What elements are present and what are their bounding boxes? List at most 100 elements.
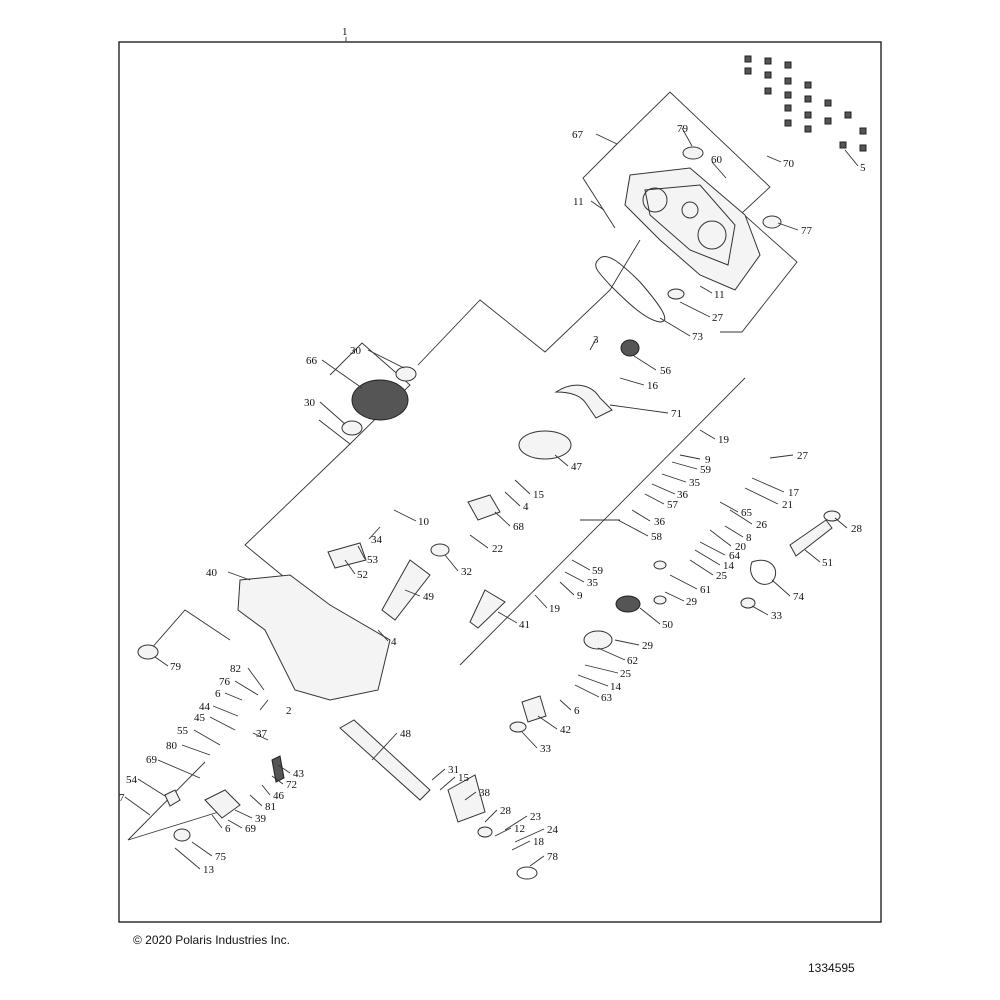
- callout-5: 5: [860, 162, 866, 174]
- callout-21: 21: [782, 499, 793, 511]
- callout-35-top: 35: [689, 477, 701, 489]
- callout-28-right: 28: [851, 523, 863, 535]
- callout-68: 68: [513, 521, 525, 533]
- gear-47: [518, 430, 572, 460]
- seal-33-right: [740, 597, 756, 609]
- callout-14-lower: 14: [610, 681, 622, 693]
- callout-13: 13: [203, 864, 215, 876]
- callout-59-mid: 59: [592, 565, 604, 577]
- callout-24: 24: [547, 824, 559, 836]
- callout-49: 49: [423, 591, 435, 603]
- callout-29-lower: 29: [642, 640, 654, 652]
- seal-77: [762, 215, 782, 229]
- callout-25-lower: 25: [620, 668, 632, 680]
- callout-9-top: 9: [705, 454, 711, 466]
- callout-36-mid: 36: [654, 516, 666, 528]
- gear-75: [173, 828, 191, 842]
- callout-71: 71: [671, 408, 682, 420]
- callout-leaders: [124, 127, 859, 870]
- callout-8: 8: [746, 532, 752, 544]
- lower-left-bracket: [127, 761, 226, 841]
- callout-65: 65: [741, 507, 753, 519]
- output-shaft-48: [339, 719, 431, 801]
- shaft-51: [789, 519, 833, 557]
- callout-57: 57: [667, 499, 679, 511]
- ring-78: [516, 866, 538, 880]
- callout-4-upper: 4: [523, 501, 529, 513]
- callout-7: 7: [119, 792, 125, 804]
- callout-75: 75: [215, 851, 227, 863]
- callout-41: 41: [519, 619, 530, 631]
- cover-group-bracket-left: [582, 143, 618, 229]
- callout-54: 54: [126, 774, 138, 786]
- callout-69-lower: 69: [245, 823, 257, 835]
- seal-79-top: [682, 146, 704, 160]
- main-gear-case-40: [237, 574, 391, 701]
- callout-50: 50: [662, 619, 674, 631]
- callout-12: 12: [514, 823, 525, 835]
- callout-6-lower: 6: [225, 823, 231, 835]
- gear-62: [583, 630, 613, 650]
- callout-36-top: 36: [677, 489, 689, 501]
- callout-38: 38: [479, 787, 491, 799]
- actuator-39: [204, 789, 241, 819]
- callout-16: 16: [647, 380, 659, 392]
- callout-27-right: 27: [797, 450, 809, 462]
- callout-19-mid: 19: [549, 603, 561, 615]
- shift-fork-71: [554, 384, 613, 419]
- callout-25-upper: 25: [716, 570, 728, 582]
- callout-2: 2: [286, 705, 292, 717]
- clip-54: [164, 789, 181, 807]
- callout-45: 45: [194, 712, 206, 724]
- callout-33-mid: 33: [540, 743, 552, 755]
- callout-26: 26: [756, 519, 768, 531]
- callout-79-lower: 79: [170, 661, 182, 673]
- seal-33-mid: [509, 721, 527, 733]
- callout-72: 72: [286, 779, 297, 791]
- callout-14-upper: 14: [723, 560, 735, 572]
- callout-30-upper: 30: [350, 345, 362, 357]
- callout-56: 56: [660, 365, 672, 377]
- assembly-number: 1: [342, 26, 348, 38]
- callout-10: 10: [418, 516, 430, 528]
- case-link-line: [244, 443, 351, 591]
- bearing-28-right: [823, 510, 841, 522]
- callout-30-lower: 30: [304, 397, 316, 409]
- callout-58: 58: [651, 531, 663, 543]
- callout-62: 62: [627, 655, 638, 667]
- callout-79-top: 79: [677, 123, 689, 135]
- callout-32: 32: [461, 566, 472, 578]
- callout-31: 31: [448, 764, 459, 776]
- callout-9-mid: 9: [577, 590, 583, 602]
- callout-64: 64: [729, 550, 741, 562]
- seal-79-lower: [137, 644, 159, 660]
- belt-74: [750, 559, 777, 585]
- callout-6-upper: 6: [215, 688, 221, 700]
- callout-11-mid: 11: [714, 289, 725, 301]
- callout-22: 22: [492, 543, 503, 555]
- callout-4-mid: 4: [391, 636, 397, 648]
- callout-69-upper: 69: [146, 754, 158, 766]
- callout-15-upper: 15: [533, 489, 545, 501]
- gear-group-bracket: [318, 342, 411, 445]
- bearing-27-top: [667, 288, 685, 300]
- callout-17: 17: [788, 487, 800, 499]
- callout-46: 46: [273, 790, 285, 802]
- callout-76: 76: [219, 676, 231, 688]
- gear-66: [351, 379, 409, 421]
- gear-case-cover: [624, 167, 761, 291]
- callout-23: 23: [530, 811, 542, 823]
- shaft-axis-right: [459, 377, 746, 666]
- callout-82: 82: [230, 663, 241, 675]
- callout-42: 42: [560, 724, 571, 736]
- gear-56: [620, 339, 640, 357]
- callout-55: 55: [177, 725, 189, 737]
- callout-59-top: 59: [700, 464, 712, 476]
- callout-52: 52: [357, 569, 368, 581]
- callout-11-top: 11: [573, 196, 584, 208]
- shaft-41: [469, 589, 506, 629]
- callout-51: 51: [822, 557, 833, 569]
- callout-47: 47: [571, 461, 583, 473]
- bearing-30-upper: [395, 366, 417, 382]
